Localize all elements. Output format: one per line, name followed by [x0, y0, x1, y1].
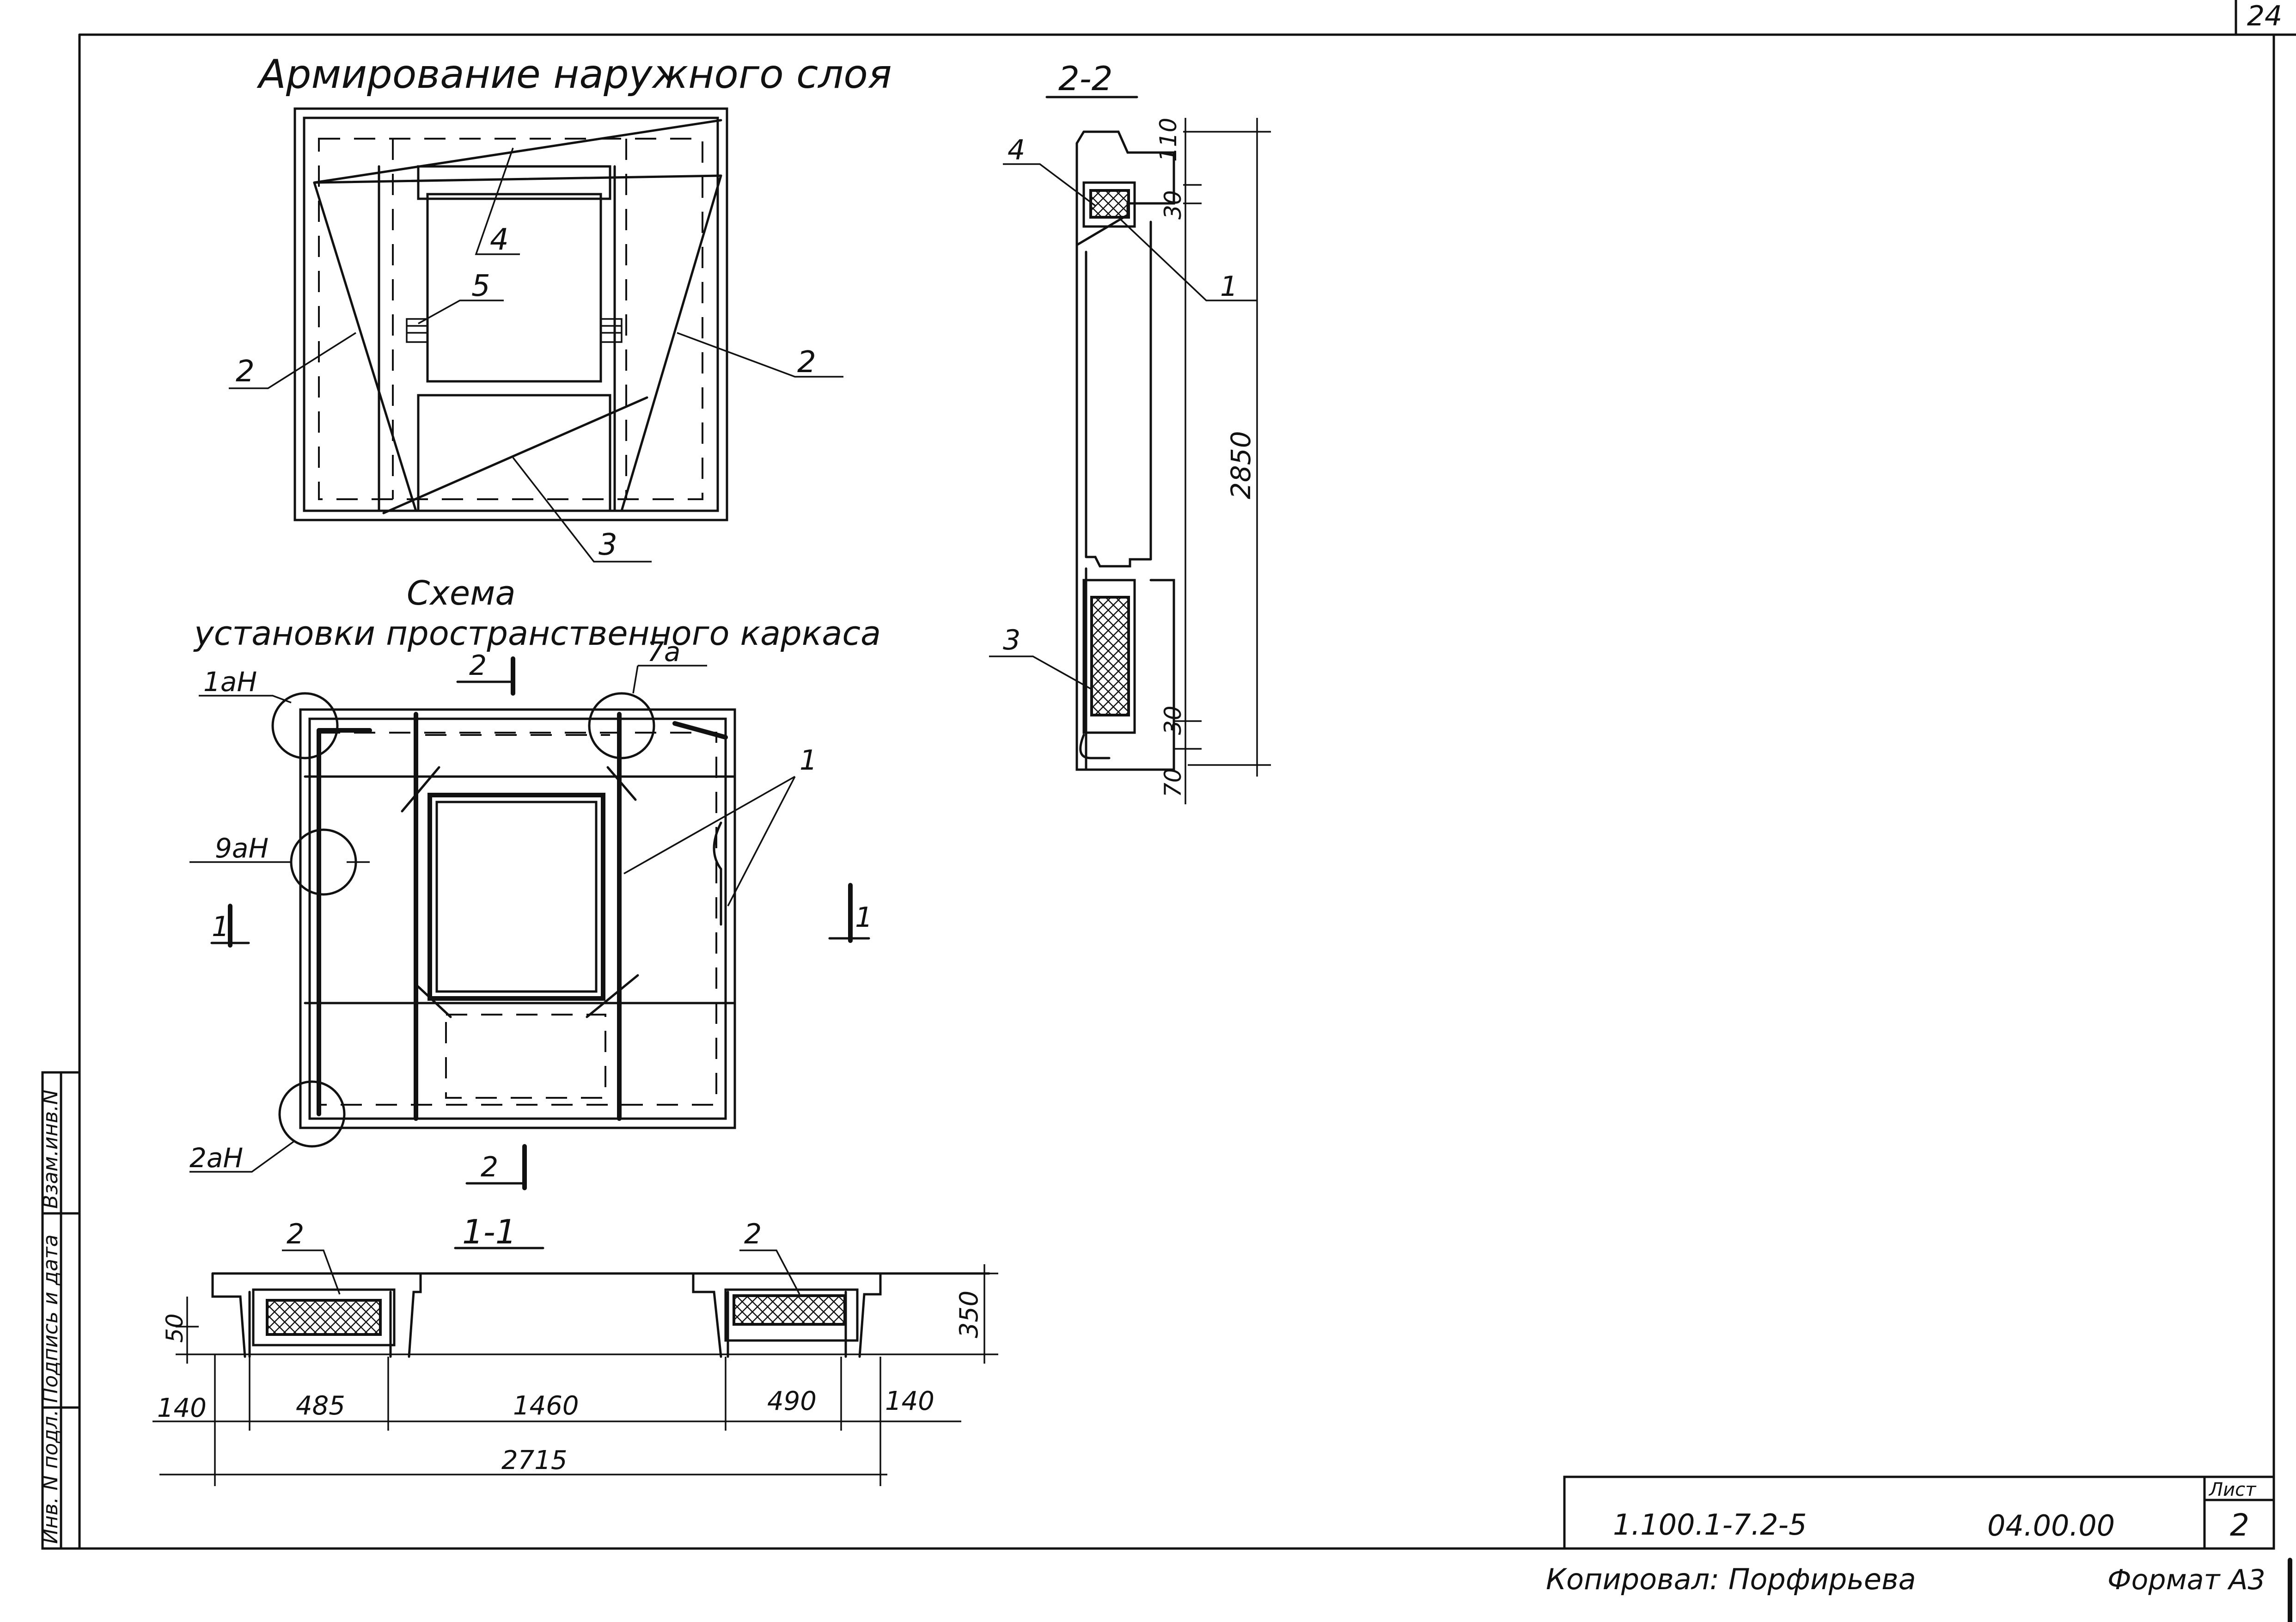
outer-layer-view: [229, 107, 843, 563]
outer-callout-3: 3: [598, 528, 617, 562]
s22-dim-30-top: 30: [1160, 190, 1186, 220]
stamp-signature-date: Подпись и дата: [39, 1235, 62, 1403]
s11-callout-2-left: 2: [287, 1218, 304, 1250]
part-code: 04.00.00: [1987, 1509, 2115, 1542]
s11-dim-485: 485: [296, 1391, 345, 1421]
document-code: 1.100.1-7.2-5: [1613, 1508, 1807, 1542]
scheme-callout-1: 1: [800, 744, 817, 777]
scheme-title-line-2: установки пространственного каркаса: [193, 614, 881, 653]
section-2-2-view: [989, 96, 1271, 804]
s22-dim-110: 110: [1155, 118, 1182, 162]
outer-callout-5: 5: [471, 269, 490, 303]
node-label-7a: 7а: [647, 636, 680, 667]
s11-callout-2-right: 2: [744, 1218, 762, 1250]
section-1-1-view: [153, 1247, 998, 1486]
side-stamp: Инв. N подл. Подпись и дата Взам.инв.N: [39, 1071, 81, 1550]
stamp-inventory-number: Инв. N подл.: [39, 1409, 62, 1544]
frame-scheme-view: [189, 656, 870, 1190]
section-2-2-title: 2-2: [1058, 59, 1113, 98]
node-label-2aH: 2аН: [189, 1142, 243, 1174]
s11-dim-490: 490: [767, 1386, 817, 1416]
cut-label-1-right: 1: [855, 901, 873, 934]
section-1-1-title: 1-1: [462, 1212, 517, 1251]
node-label-1aH: 1аН: [203, 666, 257, 698]
s22-dim-70: 70: [1160, 768, 1186, 797]
cut-label-1-left: 1: [212, 911, 229, 943]
s22-dim-2850: 2850: [1225, 431, 1257, 499]
node-label-9aH: 9аН: [215, 832, 269, 864]
copied-by: Копировал: Порфирьева: [1546, 1562, 1916, 1596]
scheme-title-line-1: Схема: [407, 574, 516, 612]
s11-dim-140-left: 140: [157, 1393, 207, 1423]
s11-dim-1460: 1460: [513, 1391, 579, 1421]
outer-callout-2-left: 2: [236, 355, 255, 389]
sheet-label: Лист: [2208, 1479, 2257, 1500]
title-block: [1563, 1475, 2275, 1550]
cut-label-2-bottom: 2: [481, 1151, 498, 1183]
outer-layer-title: Армирование наружного слоя: [256, 51, 892, 98]
s11-dim-350: 350: [954, 1291, 983, 1338]
s11-dim-50: 50: [161, 1313, 188, 1343]
s22-callout-3: 3: [1003, 624, 1020, 656]
s11-dim-2715: 2715: [501, 1445, 568, 1475]
s22-callout-1: 1: [1220, 270, 1238, 303]
sheet-corner-number: 24: [2247, 0, 2282, 32]
outer-callout-2-right: 2: [797, 345, 816, 379]
outer-callout-4: 4: [490, 223, 509, 257]
stamp-replacement-inventory: Взам.инв.N: [39, 1089, 62, 1209]
s22-dim-30-bottom: 30: [1160, 705, 1186, 735]
paper-format: Формат А3: [2107, 1564, 2265, 1596]
s11-dim-140-right: 140: [885, 1386, 934, 1416]
s22-callout-4: 4: [1008, 134, 1025, 166]
cut-label-2-top: 2: [469, 649, 487, 682]
sheet-number: 2: [2230, 1507, 2249, 1543]
